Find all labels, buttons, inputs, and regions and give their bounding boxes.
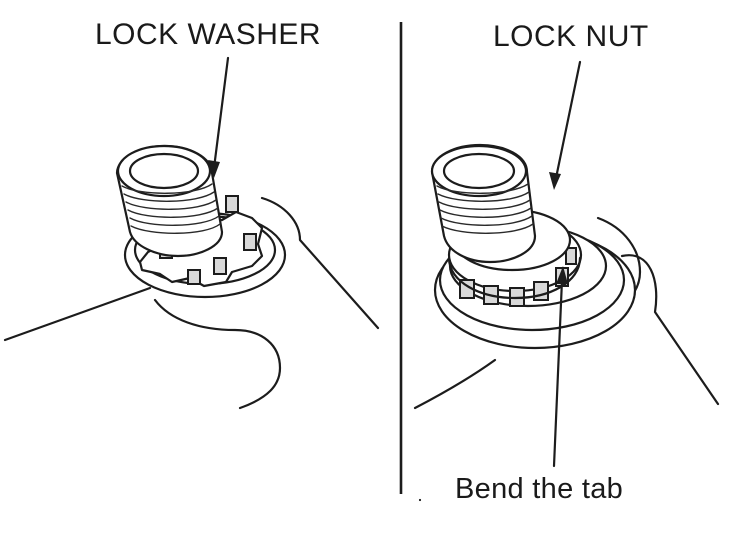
lock-washer-label: LOCK WASHER [95, 18, 322, 51]
lock-nut-label: LOCK NUT [493, 20, 649, 53]
left-panel-lock-washer [3, 144, 380, 410]
bend-tab-label: Bend the tab [455, 473, 624, 505]
arrow-lock-washer [208, 56, 230, 178]
arrow-bend-tab [552, 266, 568, 468]
right-panel-lock-nut [413, 143, 720, 502]
arrow-lock-nut [549, 60, 582, 190]
